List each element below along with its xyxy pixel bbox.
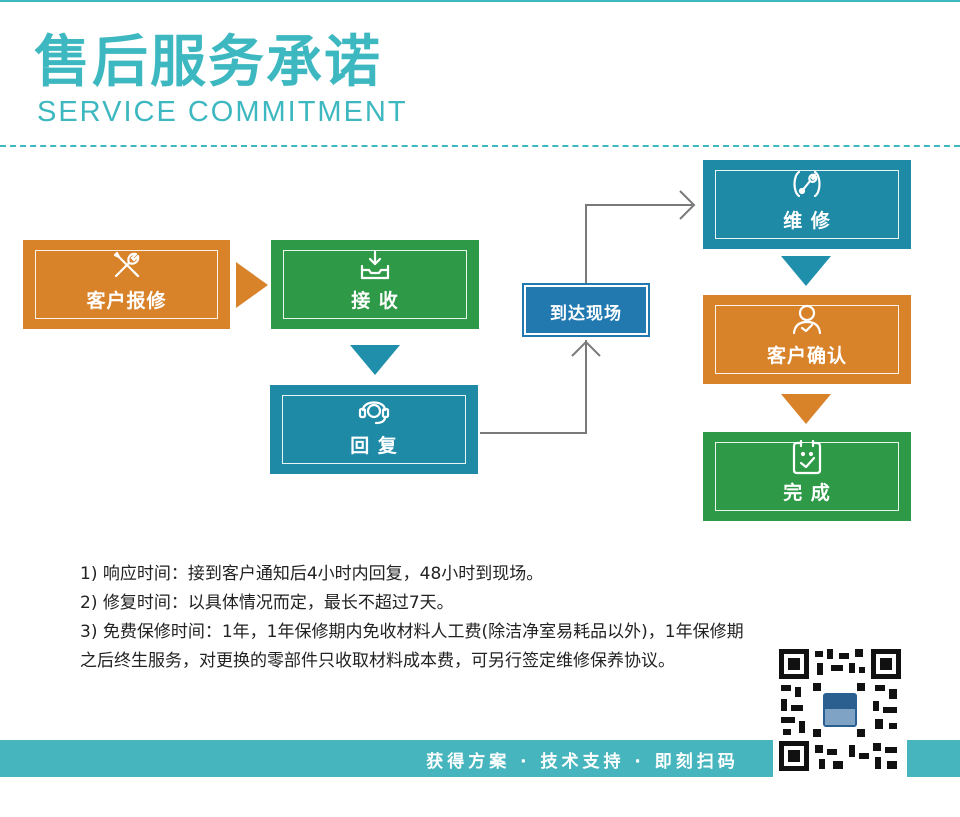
step-confirm: 客户确认: [703, 295, 911, 384]
inbox-download-icon: [360, 250, 390, 280]
qr-code[interactable]: [773, 643, 907, 777]
clipboard-check-icon: [792, 439, 822, 475]
wrench-gear-icon: [793, 170, 821, 198]
connector-reply-to-arrive: [480, 340, 587, 434]
arrow-repair-to-receive: [236, 262, 268, 308]
step-repair-request-label: 客户报修: [86, 290, 167, 312]
step-complete-label: 完 成: [783, 482, 831, 504]
tools-icon: [113, 251, 139, 278]
arrowhead-up: [571, 340, 601, 357]
step-confirm-label: 客户确认: [766, 345, 847, 367]
page-subtitle: SERVICE COMMITMENT: [37, 96, 408, 128]
dashed-divider: [0, 145, 960, 147]
step-repair-request: 客户报修: [23, 240, 230, 329]
step-receive-label: 接 收: [351, 290, 399, 312]
user-check-icon: [792, 304, 822, 335]
step-arrive-label: 到达现场: [550, 304, 622, 324]
note-response-time: 1) 响应时间：接到客户通知后4小时内回复，48小时到现场。: [80, 564, 544, 584]
page-title: 售后服务承诺: [34, 30, 382, 95]
service-notes: 1) 响应时间：接到客户通知后4小时内回复，48小时到现场。 2) 修复时间：以…: [80, 560, 760, 676]
step-maintenance: 维 修: [703, 160, 911, 249]
arrow-receive-to-reply: [350, 345, 400, 375]
arrowhead-right: [679, 190, 696, 220]
top-rule: [0, 0, 960, 2]
step-complete: 完 成: [703, 432, 911, 521]
note-repair-time: 2) 修复时间：以具体情况而定，最长不超过7天。: [80, 593, 454, 613]
headset-icon: [358, 401, 390, 425]
footer-text: 获得方案 · 技术支持 · 即刻扫码: [426, 752, 739, 772]
step-reply: 回 复: [270, 385, 478, 474]
connector-arrive-to-maint: [585, 204, 694, 283]
note-warranty: 3) 免费保修时间：1年，1年保修期内免收材料人工费(除洁净室易耗品以外)，1年…: [80, 622, 744, 671]
step-reply-label: 回 复: [350, 435, 398, 457]
arrow-maint-to-confirm: [781, 256, 831, 286]
arrow-confirm-to-done: [781, 394, 831, 424]
step-receive: 接 收: [271, 240, 479, 329]
step-maintenance-label: 维 修: [783, 210, 831, 232]
step-arrive: 到达现场: [522, 283, 650, 337]
